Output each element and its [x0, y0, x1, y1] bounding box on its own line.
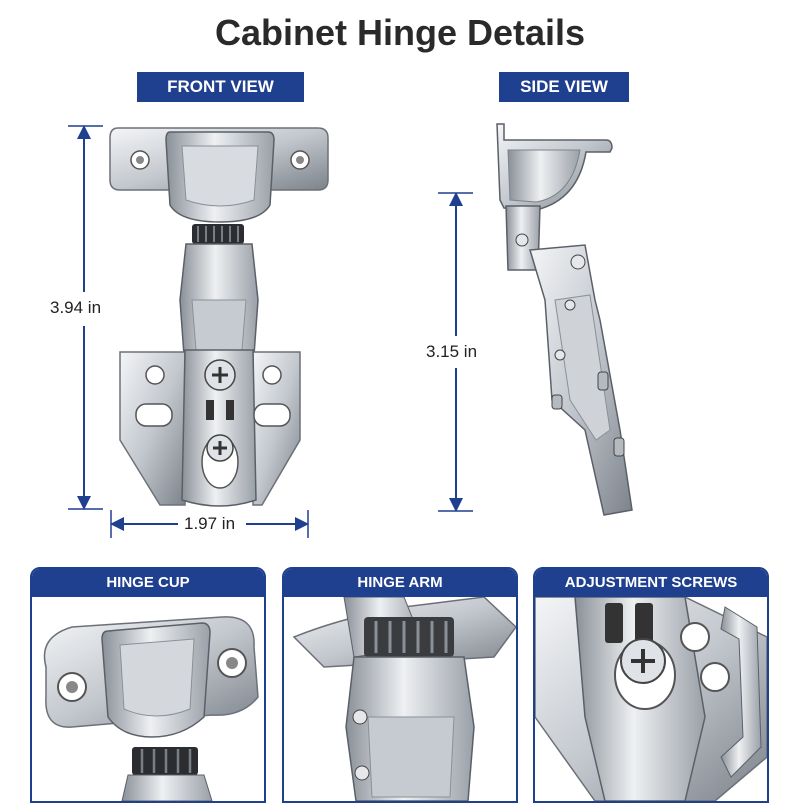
hinge-arm-closeup	[292, 597, 516, 801]
side-view-hinge	[496, 123, 633, 516]
hinge-cup-closeup	[43, 616, 259, 801]
panel-hinge-cup: HINGE CUP	[30, 567, 266, 803]
panel-label: HINGE ARM	[284, 569, 516, 597]
panel-label: ADJUSTMENT SCREWS	[535, 569, 767, 597]
front-height-label: 3.94 in	[50, 298, 102, 317]
front-height-dimension	[68, 125, 103, 510]
front-width-dimension	[110, 510, 309, 538]
side-view-label: SIDE VIEW	[499, 72, 629, 102]
front-view-hinge	[109, 127, 329, 507]
page-title: Cabinet Hinge Details	[214, 12, 586, 53]
panel-hinge-arm: HINGE ARM	[282, 567, 518, 803]
hinge-illustration	[68, 123, 633, 538]
adjustment-screws-closeup	[535, 597, 767, 801]
side-height-label: 3.15 in	[426, 342, 478, 361]
side-height-dimension	[438, 192, 473, 512]
front-width-label: 1.97 in	[184, 514, 236, 533]
panel-adjustment-screws: ADJUSTMENT SCREWS	[533, 567, 769, 803]
front-view-label: FRONT VIEW	[137, 72, 304, 102]
panel-label: HINGE CUP	[32, 569, 264, 597]
